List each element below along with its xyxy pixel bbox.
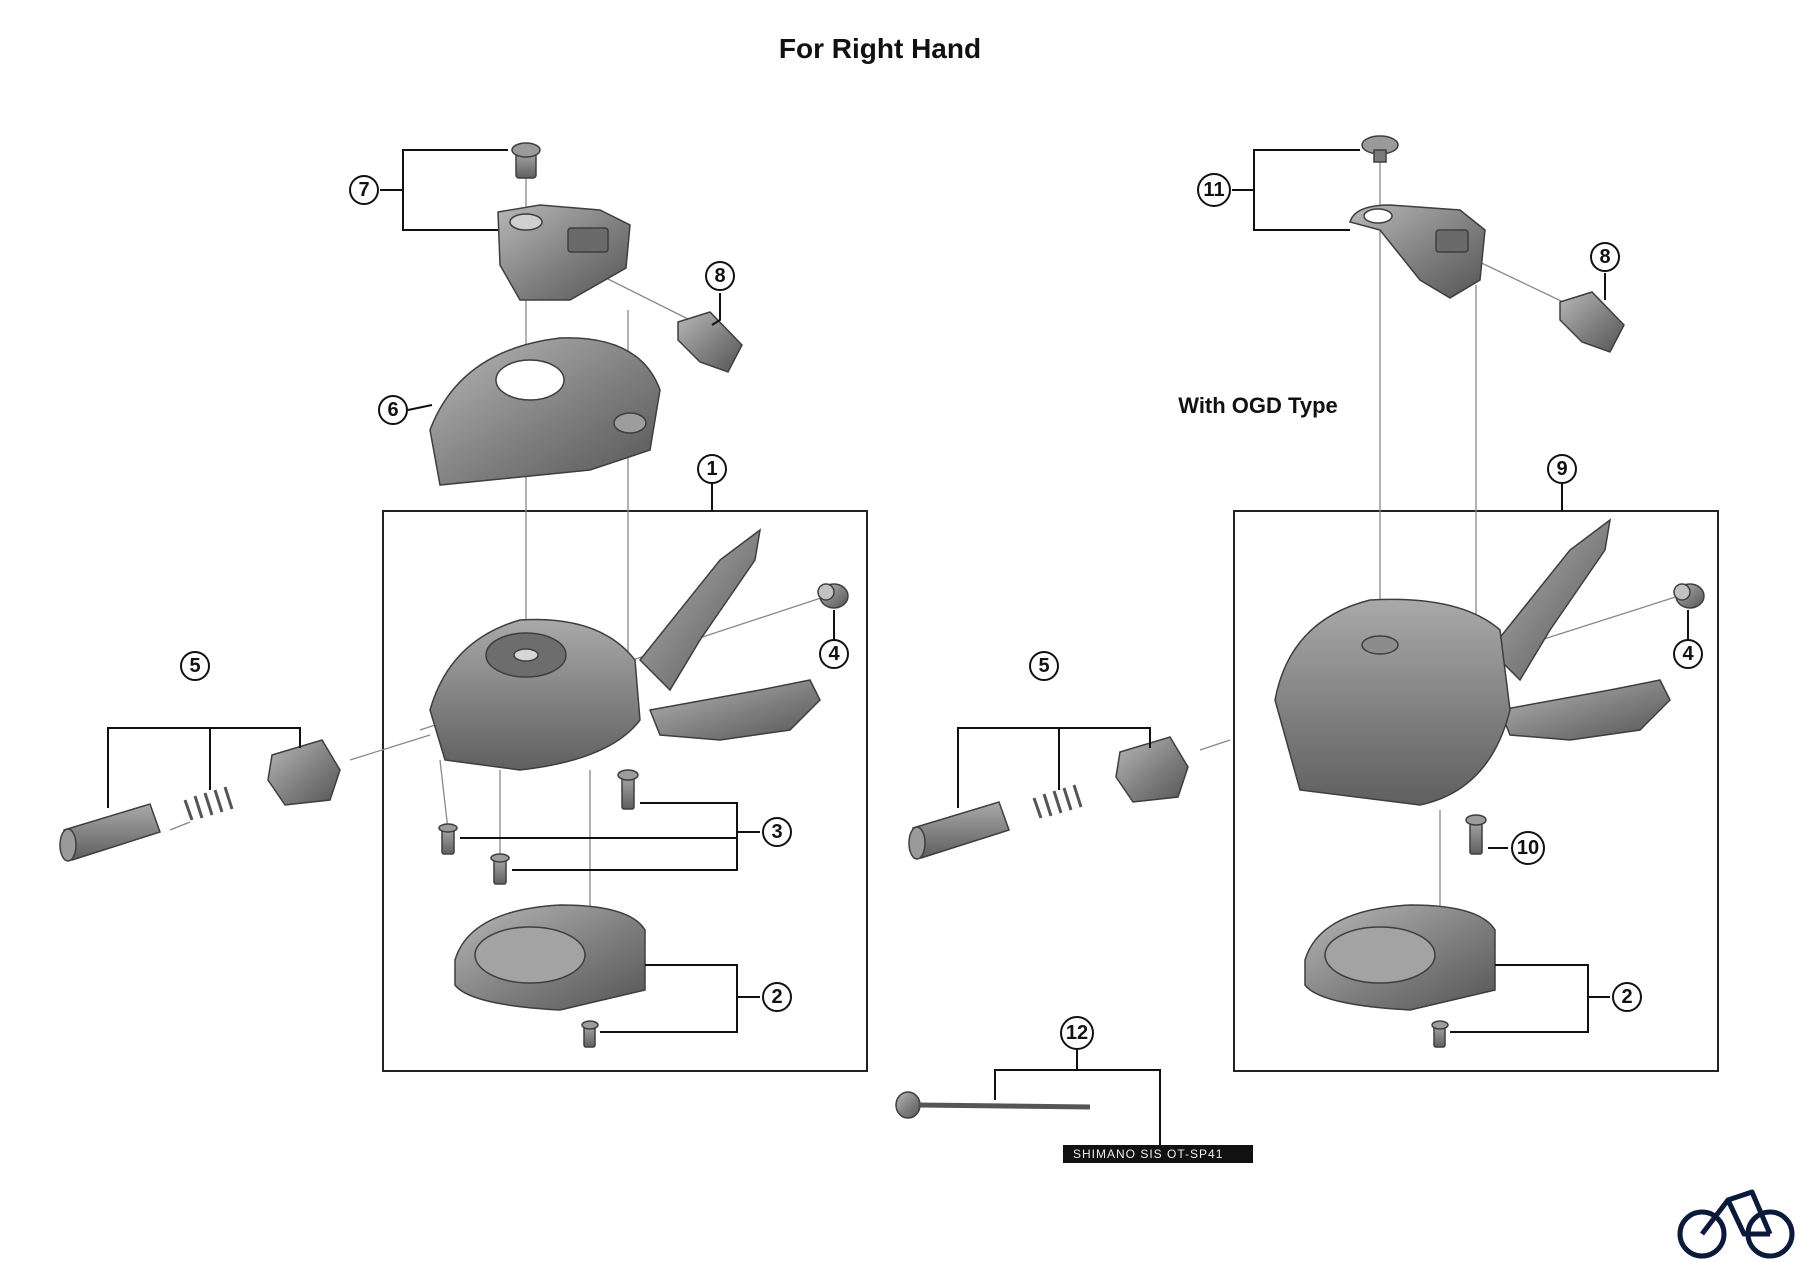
screw-part-3a — [617, 769, 639, 810]
svg-text:10: 10 — [1517, 837, 1539, 859]
svg-text:8: 8 — [1599, 246, 1610, 268]
svg-text:1: 1 — [706, 458, 717, 480]
bottom-cover-part-2-right — [1304, 904, 1496, 1011]
variant-subtitle: With OGD Type — [1178, 393, 1338, 418]
shifter-body-part-9 — [1274, 518, 1671, 806]
callout-11: 11 — [1197, 173, 1231, 207]
callout-9: 9 — [1547, 454, 1577, 484]
svg-text:3: 3 — [771, 821, 782, 843]
callout-2-right: 2 — [1612, 982, 1642, 1012]
callout-4-left: 4 — [819, 639, 849, 669]
clamp-nut-part-8-right — [1559, 291, 1625, 353]
left-assembly — [59, 142, 849, 1048]
callout-4-right: 4 — [1673, 639, 1703, 669]
screw-part-3c — [490, 853, 510, 885]
svg-text:2: 2 — [771, 986, 782, 1008]
spring-part-5 — [183, 786, 234, 821]
callout-8-right: 8 — [1590, 242, 1620, 272]
svg-text:6: 6 — [387, 399, 398, 421]
cap-part-4-right — [1673, 583, 1705, 609]
adjuster-nut-part-5-right — [1115, 736, 1189, 803]
svg-text:8: 8 — [714, 265, 725, 287]
callout-10: 10 — [1511, 831, 1545, 865]
inner-cable-part-12: SHIMANO SIS OT-SP41 — [895, 1091, 1253, 1163]
adjuster-nut-part-5 — [267, 739, 341, 806]
screw-part-3b — [438, 823, 458, 855]
svg-text:2: 2 — [1621, 986, 1632, 1008]
svg-text:12: 12 — [1066, 1022, 1088, 1044]
right-assembly — [908, 135, 1705, 1048]
shifter-body-part-1 — [429, 528, 821, 771]
assembly-frame-left — [382, 510, 868, 1072]
svg-text:9: 9 — [1556, 458, 1567, 480]
bolt-part-7 — [511, 142, 541, 179]
callout-1: 1 — [697, 454, 727, 484]
indicator-cover-part-6 — [429, 337, 661, 486]
svg-text:7: 7 — [358, 179, 369, 201]
clamp-band-part-7 — [497, 204, 631, 301]
callout-3: 3 — [762, 817, 792, 847]
svg-text:5: 5 — [1038, 655, 1049, 677]
cable-label-strip — [1063, 1145, 1253, 1163]
svg-text:4: 4 — [828, 643, 840, 665]
cap-part-4 — [817, 583, 849, 609]
spring-part-5-right — [1032, 784, 1083, 819]
callout-6: 6 — [378, 395, 408, 425]
bottom-screw-part-2 — [581, 1020, 599, 1048]
svg-text:4: 4 — [1682, 643, 1694, 665]
bicycle-icon — [1677, 1189, 1795, 1259]
callout-8-left: 8 — [705, 261, 735, 291]
callout-5-right: 5 — [1029, 651, 1059, 681]
bolt-part-11 — [1361, 135, 1399, 163]
screw-part-10 — [1465, 814, 1487, 855]
svg-text:11: 11 — [1203, 179, 1224, 201]
svg-text:5: 5 — [189, 655, 200, 677]
adjuster-bolt-part-5 — [59, 803, 161, 862]
clamp-band-part-11 — [1349, 204, 1486, 299]
callout-5-left: 5 — [180, 651, 210, 681]
bottom-cover-part-2 — [454, 904, 646, 1011]
cable-label-text: SHIMANO SIS OT-SP41 — [1073, 1147, 1223, 1161]
adjuster-bolt-part-5-right — [908, 801, 1010, 860]
page-title: For Right Hand — [779, 33, 981, 64]
callout-12: 12 — [1060, 1016, 1094, 1050]
leader-lines — [107, 149, 1689, 1145]
callout-7: 7 — [349, 175, 379, 205]
callout-2-left: 2 — [762, 982, 792, 1012]
bottom-screw-part-2-right — [1431, 1020, 1449, 1048]
clamp-nut-part-8 — [677, 311, 743, 373]
